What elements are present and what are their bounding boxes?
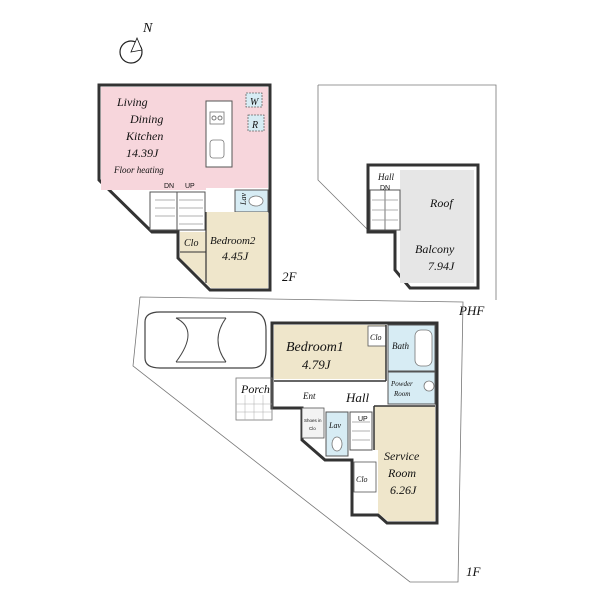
balcony-label-2: Balcony	[415, 242, 455, 256]
floor-1f-label: 1F	[466, 564, 482, 579]
washer-label: W	[250, 97, 260, 108]
floor-2f: W R Living Dining Kitchen 14.39J Floor h…	[97, 83, 298, 292]
phf-site-line	[317, 85, 371, 233]
bedroom2-label: Bedroom2	[210, 235, 256, 247]
powder-label-2: Room	[393, 390, 410, 398]
ldk-label-3: Kitchen	[125, 129, 163, 143]
floor-phf-label: PHF	[458, 303, 485, 318]
balcony-area-label: 7.94J	[428, 259, 455, 273]
floor-1f: Clo Bedroom1 4.79J Bath Powder Room Hall…	[132, 296, 482, 583]
bedroom2-closet-area	[180, 232, 206, 283]
toilet-icon	[331, 436, 343, 452]
porch-label: Porch	[240, 382, 270, 396]
bedroom2-area-label: 4.45J	[222, 249, 249, 263]
entrance-label: Ent	[302, 391, 316, 401]
compass: N	[119, 21, 153, 66]
bedroom1-closet-label: Clo	[370, 333, 382, 342]
balcony-area	[400, 170, 474, 283]
shoes-closet	[301, 407, 325, 439]
floor-phf: Hall DN Roof Balcony 7.94J PHF	[317, 84, 497, 318]
hall-label: Hall	[345, 390, 370, 405]
bathtub-icon	[414, 329, 433, 367]
bedroom1-area	[274, 325, 386, 379]
floor-2f-label: 2F	[282, 269, 298, 284]
washbasin-icon	[423, 380, 435, 392]
bedroom2-closet-label: Clo	[184, 238, 198, 249]
service-closet	[353, 461, 377, 493]
powder-label-1: Powder	[390, 380, 413, 388]
fridge-box	[247, 114, 265, 132]
phf-site-line	[318, 84, 497, 300]
lav-1f-label: Lav	[328, 421, 341, 430]
car-icon	[144, 311, 267, 369]
shoes-closet-label-2: Clo	[309, 426, 316, 431]
compass-label: N	[142, 21, 153, 36]
compass-ring	[119, 40, 143, 64]
bedroom2-area	[206, 212, 268, 288]
lav-1f	[325, 411, 349, 457]
stairs-down-label: DN	[164, 183, 174, 190]
toilet-icon	[248, 195, 264, 207]
ldk-label-1: Living	[116, 95, 148, 109]
service-room-area-label: 6.26J	[390, 483, 417, 497]
bedroom1-label: Bedroom1	[286, 340, 344, 355]
sink-icon	[209, 139, 225, 159]
stairs-2f	[149, 191, 206, 231]
phf-hall-down: DN	[380, 185, 390, 192]
bedroom1-area-label: 4.79J	[302, 357, 332, 372]
ldk-label-2: Dining	[129, 112, 163, 126]
stairs-up-label: UP	[358, 416, 368, 423]
washer-box	[245, 92, 263, 108]
stove-icon	[209, 111, 225, 125]
bath-label: Bath	[392, 341, 409, 351]
balcony-label-1: Roof	[429, 196, 454, 210]
compass-needle-half-icon	[130, 36, 143, 53]
porch-tiles	[236, 395, 272, 420]
site-boundary	[132, 296, 464, 583]
ldk-note: Floor heating	[113, 165, 164, 175]
ldk-area-label: 14.39J	[126, 146, 159, 160]
service-room-label-2: Room	[387, 466, 416, 480]
burner-icon	[217, 115, 223, 121]
phf-hall-label: Hall	[377, 172, 395, 182]
stairs-up-label: UP	[185, 183, 195, 190]
lav-2f-label: Lav	[239, 193, 248, 206]
service-room-area	[374, 406, 435, 521]
service-closet-label: Clo	[356, 475, 368, 484]
service-room-label-1: Service	[384, 449, 420, 463]
fridge-label: R	[251, 120, 258, 131]
shoes-closet-label-1: Shoes in	[304, 418, 322, 423]
burner-icon	[211, 115, 217, 121]
